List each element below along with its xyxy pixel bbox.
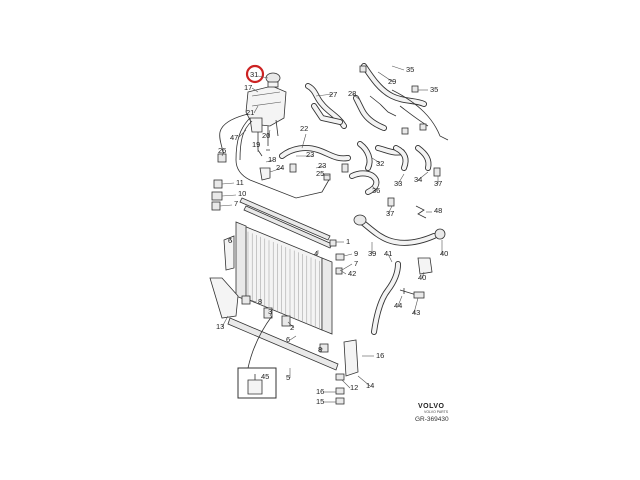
detail-box-45 <box>237 315 277 399</box>
callout-c24: 24 <box>276 163 284 172</box>
expansion-tank <box>245 72 287 127</box>
bolts-15-16 <box>335 387 345 405</box>
hose-29 <box>361 63 427 107</box>
clip-10-11 <box>211 179 223 211</box>
radiator-side-plate-6 <box>223 235 235 271</box>
callout-c37b: 37 <box>386 209 394 218</box>
callout-c35: 35 <box>406 65 414 74</box>
callout-c47: 47 <box>230 133 238 142</box>
clip-12 <box>335 373 345 381</box>
callout-c37: 37 <box>434 179 442 188</box>
callout-c40: 40 <box>440 249 448 258</box>
callout-c15: 15 <box>316 397 324 406</box>
callout-c26: 26 <box>218 146 226 155</box>
pipe-28 <box>353 95 397 131</box>
highlight-circle <box>245 64 265 84</box>
callout-c16b: 16 <box>316 387 324 396</box>
brand-block: VOLVO VOLVO PARTS GR-369430 <box>415 403 449 423</box>
callout-c9: 9 <box>354 249 358 258</box>
fitting-40 <box>417 257 433 275</box>
callout-c5: 5 <box>286 373 290 382</box>
callout-c36: 36 <box>372 186 380 195</box>
side-bracket-13 <box>209 277 239 319</box>
callout-c3: 3 <box>268 307 272 316</box>
callout-c17: 17 <box>244 83 252 92</box>
brand-subtitle: VOLVO PARTS <box>424 410 449 414</box>
callout-c43: 43 <box>412 308 420 317</box>
callout-c7: 7 <box>234 199 238 208</box>
callout-c25: 25 <box>316 169 324 178</box>
callout-c32: 32 <box>376 159 384 168</box>
callout-c23: 23 <box>306 150 314 159</box>
callout-c1: 1 <box>346 237 350 246</box>
callout-c14: 14 <box>366 381 374 390</box>
callout-c45: 45 <box>261 372 269 381</box>
callout-c44: 44 <box>394 301 402 310</box>
callout-c6b: 6 <box>286 335 290 344</box>
callout-c8: 8 <box>258 297 262 306</box>
brand-name: VOLVO <box>418 403 445 410</box>
small-bolt-1 <box>329 239 337 247</box>
callout-c22: 22 <box>300 124 308 133</box>
callout-c27: 27 <box>329 90 337 99</box>
bottom-bar-5 <box>227 317 339 371</box>
callout-c41: 41 <box>384 249 392 258</box>
diagram-code: GR-369430 <box>415 416 449 423</box>
callout-c28: 28 <box>348 89 356 98</box>
fitting-3 <box>263 307 273 319</box>
callout-c40b: 40 <box>418 273 426 282</box>
tank-mount-bracket <box>249 117 263 133</box>
callout-c35b: 35 <box>430 85 438 94</box>
radiator-top-strips <box>239 197 333 249</box>
clip-25 <box>323 173 331 181</box>
callout-labels: 1234566778891011121314151616171819202122… <box>216 65 448 406</box>
callout-c34: 34 <box>414 175 422 184</box>
side-bracket-14 <box>343 339 359 377</box>
callout-c20: 20 <box>262 131 270 140</box>
mount-2 <box>281 315 291 327</box>
clip-9-7-42 <box>335 253 345 275</box>
callout-c7b: 7 <box>354 259 358 268</box>
callout-c33: 33 <box>394 179 402 188</box>
clip-small-26 <box>217 153 227 163</box>
callout-c4: 4 <box>314 249 318 258</box>
callout-c19: 19 <box>252 140 260 149</box>
callout-c13: 13 <box>216 322 224 331</box>
sensor-24 <box>259 167 271 181</box>
hose-41 <box>371 261 401 335</box>
radiator <box>235 221 333 335</box>
callout-c29: 29 <box>388 77 396 86</box>
tank-hose-left <box>219 113 331 199</box>
callout-c23b: 23 <box>318 161 326 170</box>
clip-23 <box>289 163 349 173</box>
clip-37 <box>387 167 441 207</box>
clips-35 <box>359 65 419 93</box>
callout-c11: 11 <box>236 178 244 187</box>
hose-36 <box>349 170 380 195</box>
callout-c48: 48 <box>434 206 442 215</box>
callout-c39: 39 <box>368 249 376 258</box>
callout-c42: 42 <box>348 269 356 278</box>
callout-c6: 6 <box>228 236 232 245</box>
bolt-44-43 <box>399 288 425 299</box>
hose-27 <box>305 83 347 129</box>
callout-c21: 21 <box>246 108 254 117</box>
hose-33 <box>393 145 409 171</box>
hose-39 <box>353 214 446 246</box>
wire-harness-30 <box>391 89 449 141</box>
hose-22 <box>279 145 351 162</box>
clip-48 <box>415 205 427 219</box>
callout-c16: 16 <box>376 351 384 360</box>
callout-c10: 10 <box>238 189 246 198</box>
callout-c8b: 8 <box>318 345 322 354</box>
callout-c2: 2 <box>290 323 294 332</box>
leader-lines <box>219 65 443 403</box>
callout-c31: 31 <box>250 70 258 79</box>
callout-c18: 18 <box>268 155 276 164</box>
hose-34 <box>415 145 432 171</box>
callout-c12: 12 <box>350 383 358 392</box>
